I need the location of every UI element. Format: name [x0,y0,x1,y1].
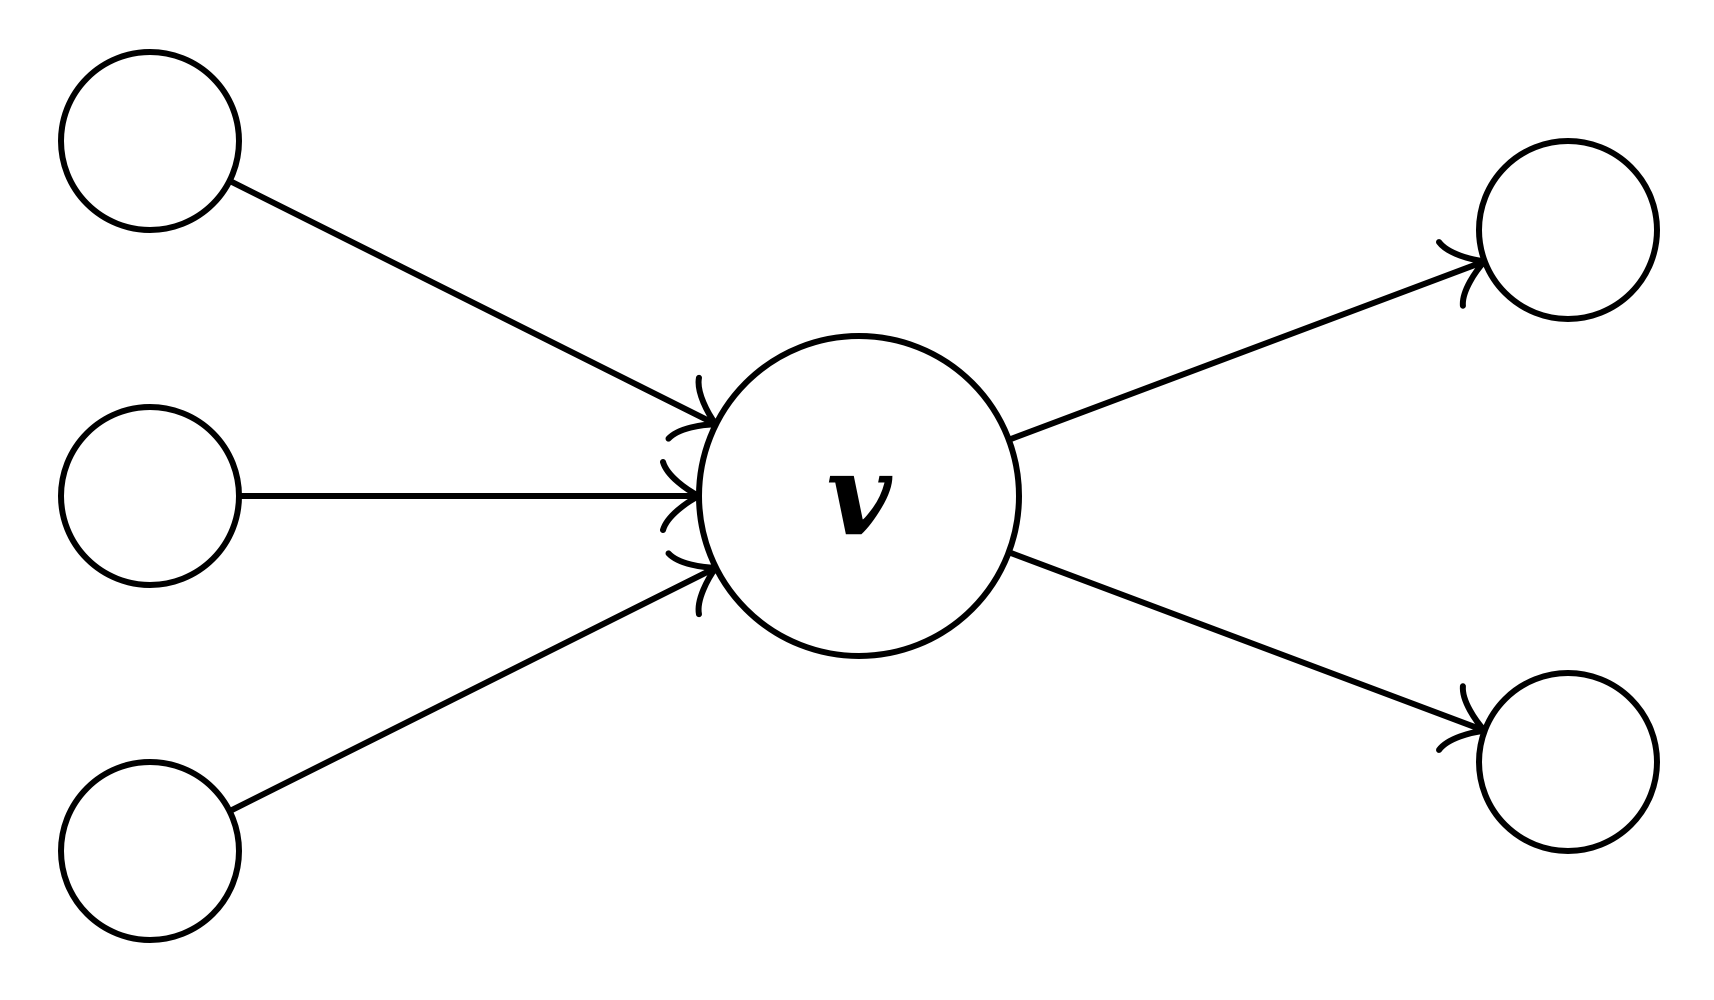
edge-in1-to-center [228,178,719,442]
node-in1 [58,49,242,233]
node-circle [696,333,1022,659]
edge-line [1007,259,1482,443]
node-circle [58,49,242,233]
edge-center-to-out2 [1007,549,1488,753]
node-out2 [1476,670,1660,854]
edges-layer [228,178,1488,814]
node-circle [58,404,242,588]
edge-line [228,178,714,426]
edge-line [228,566,714,814]
node-out1 [1476,138,1660,322]
node-in2 [58,404,242,588]
node-circle [1476,670,1660,854]
nodes-layer: v [58,49,1660,943]
node-in3 [58,759,242,943]
node-circle [58,759,242,943]
edge-line [1007,549,1482,733]
node-label: v [826,431,893,562]
edge-in3-to-center [228,550,719,814]
node-circle [1476,138,1660,322]
node-center: v [696,333,1022,659]
edge-in2-to-center [239,459,702,533]
edge-center-to-out1 [1007,239,1488,443]
